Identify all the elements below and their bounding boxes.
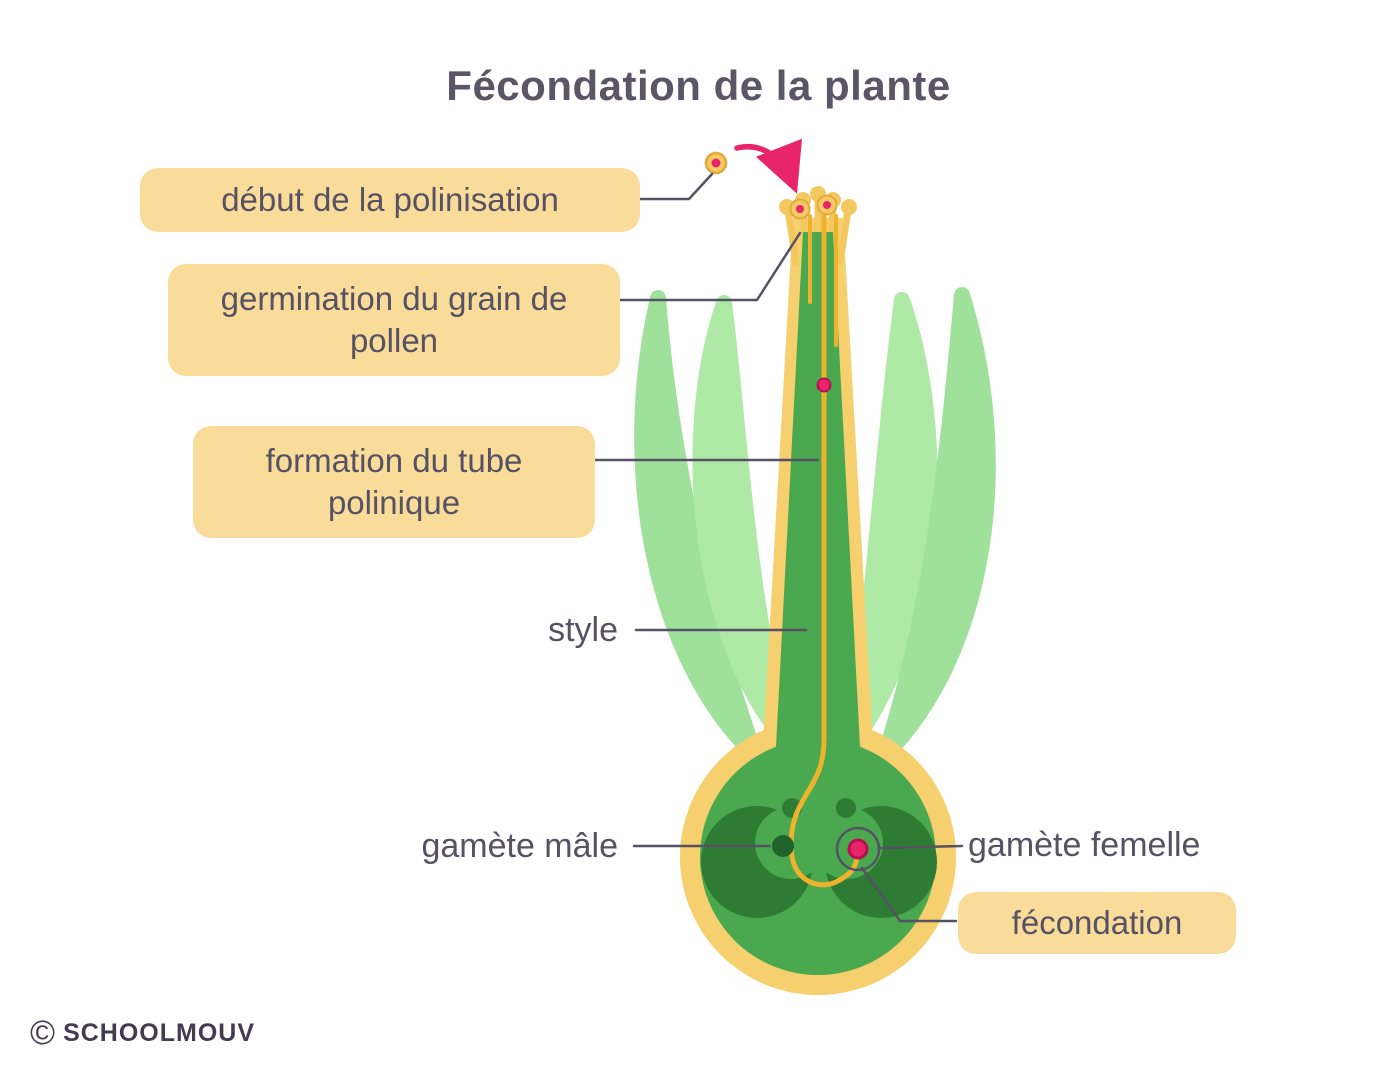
pollen-tubes (788, 213, 860, 888)
connector-lines (593, 172, 964, 923)
pollen-grain-core (796, 205, 804, 213)
label-style: style (548, 610, 618, 649)
label-fertilization: fécondation (958, 892, 1236, 954)
stigma-tip (841, 199, 857, 215)
pollination-arrow (734, 138, 802, 194)
female-gamete-dot (847, 838, 869, 860)
label-female-gamete: gamète femelle (968, 825, 1201, 864)
pollen-grain-core (823, 201, 831, 209)
petals (634, 287, 996, 763)
connector-pollination-start (638, 172, 714, 201)
label-pollination-start: début de la polinisation (140, 168, 640, 232)
fertilization-ring (835, 826, 881, 872)
label-male-gamete: gamète mâle (421, 826, 618, 865)
connector-female-gamete (878, 844, 964, 850)
ovule-right-curl (836, 798, 856, 818)
pollen-grain-floating-core (711, 158, 721, 168)
pollen-nucleus-dot (816, 377, 832, 393)
petal-right-outer (877, 287, 996, 763)
petal-left-inner (692, 295, 793, 748)
connector-fertilization (860, 866, 958, 923)
style-interior (775, 232, 861, 766)
ovule-right-notch (811, 807, 883, 879)
ovules (701, 798, 937, 918)
petal-left-outer (634, 290, 763, 763)
diagram-title: Fécondation de la plante (446, 62, 951, 109)
pollen-tube-main (788, 213, 860, 888)
brand-logo: © SCHOOLMOUV (30, 1016, 255, 1050)
label-germination: germination du grain de pollen (168, 264, 620, 376)
connector-germination (618, 231, 802, 302)
copyright-icon: © (30, 1014, 56, 1052)
petal-right-inner (847, 292, 938, 748)
brand-name: SCHOOLMOUV (63, 1018, 256, 1047)
label-tube-formation: formation du tube polinique (193, 426, 595, 538)
pollen-grains (704, 151, 838, 220)
male-gamete-dot (772, 835, 794, 857)
